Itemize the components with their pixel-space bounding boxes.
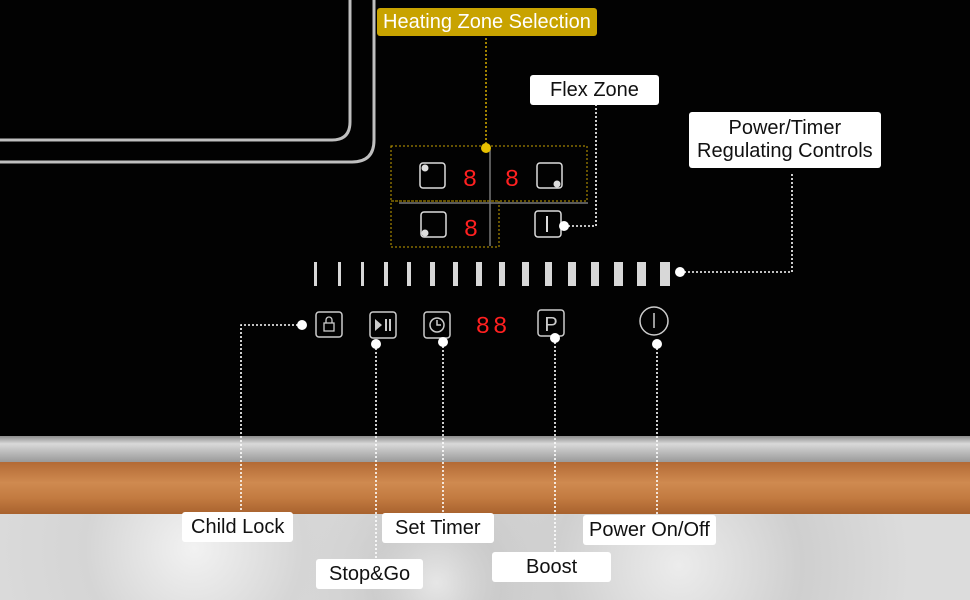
flex-zone-button[interactable] [534, 210, 562, 238]
boost-button[interactable]: P [537, 309, 565, 337]
zone-display-top-left: 8 [463, 167, 477, 194]
power-timer-label-line1: Power/Timer [728, 117, 842, 139]
heating-zone-selection-label: Heating Zone Selection [377, 8, 597, 36]
cooking-zone-outline [0, 0, 376, 164]
zone-button-top-right[interactable] [536, 162, 563, 189]
power-slider[interactable] [314, 262, 670, 286]
stop-go-label: Stop&Go [316, 559, 424, 589]
callout-leaders [240, 36, 793, 562]
set-timer-label: Set Timer [382, 513, 494, 543]
zone-display-top-right: 8 [505, 167, 519, 194]
wood-edge [0, 462, 970, 514]
zone-button-top-left[interactable] [419, 162, 446, 189]
play-pause-icon[interactable] [369, 311, 397, 339]
flex-zone-label: Flex Zone [530, 75, 659, 105]
power-icon[interactable] [639, 306, 669, 336]
boost-key-letter: P [544, 314, 557, 336]
zone-button-bottom-left[interactable] [420, 211, 447, 238]
glass-cooktop [0, 0, 970, 440]
zone-display-bottom-left: 8 [464, 217, 478, 244]
timer-display: 88 [476, 314, 511, 341]
power-onoff-label: Power On/Off [583, 515, 716, 545]
child-lock-label: Child Lock [182, 512, 294, 542]
callout-dots [297, 143, 685, 349]
clock-icon[interactable] [423, 311, 451, 339]
power-timer-label-line2: Regulating Controls [697, 140, 873, 162]
steel-frame [0, 436, 970, 462]
boost-label: Boost [492, 552, 612, 582]
power-timer-controls-label: Power/Timer Regulating Controls [689, 112, 881, 168]
lock-icon[interactable] [315, 311, 343, 338]
